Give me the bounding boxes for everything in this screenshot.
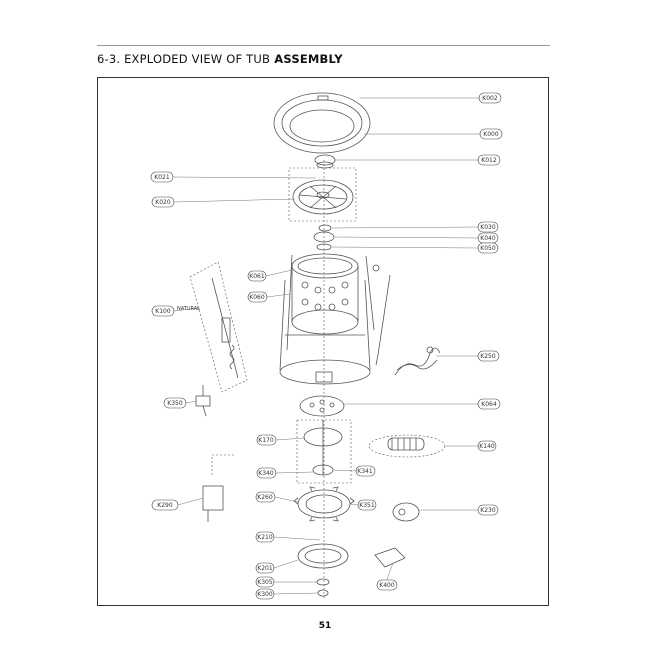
header-rule: [97, 45, 550, 46]
callout-label: K020: [155, 199, 171, 206]
callout-K100: K100: [151, 305, 175, 317]
callout-K250: K250: [477, 350, 500, 362]
pulsator-part: [292, 179, 354, 215]
damper-part: [211, 277, 239, 379]
callout-K000: K000: [479, 128, 503, 140]
wire-harness-part: [394, 346, 441, 376]
motor-coupling-part: [392, 502, 420, 522]
callout-label: K002: [482, 95, 498, 102]
callout-leaders: [172, 97, 480, 595]
center-bolt-part: [316, 578, 330, 597]
callout-label: K260: [257, 494, 273, 501]
callout-label: K400: [379, 582, 395, 589]
callout-K064: K064: [477, 398, 501, 410]
callout-K351: K351: [357, 499, 377, 511]
callout-label: K060: [249, 294, 265, 301]
callout-label: K061: [249, 273, 265, 280]
callout-label: K210: [257, 534, 273, 541]
callout-K230: K230: [477, 504, 499, 516]
callout-K061: K061: [247, 270, 267, 282]
callout-label: K290: [157, 502, 173, 509]
drain-hose-part: [368, 434, 446, 458]
bolt-washer-parts: [313, 224, 335, 251]
spin-basket-part: [291, 253, 359, 335]
callout-label: K350: [167, 400, 183, 407]
callout-K300: K300: [255, 588, 275, 600]
callout-K305: K305: [255, 576, 275, 588]
callout-K170: K170: [256, 434, 277, 446]
callout-label: K040: [480, 235, 496, 242]
callout-label: K305: [257, 579, 273, 586]
callout-K060: K060: [247, 291, 268, 303]
callout-label: K230: [480, 507, 496, 514]
callout-label: K351: [359, 502, 375, 509]
callout-label: K201: [257, 565, 273, 572]
callout-label: K341: [357, 468, 373, 475]
callout-K340: K340: [256, 467, 277, 479]
callout-label: K064: [481, 401, 497, 408]
callout-label: K340: [258, 470, 274, 477]
title-prefix: 6-3. EXPLODED VIEW OF TUB: [97, 52, 271, 66]
diagram-frame: [97, 77, 549, 606]
natural-note: NATURAL: [177, 306, 200, 312]
callout-K021: K021: [150, 171, 174, 183]
callout-K002: K002: [478, 92, 502, 104]
callout-label: K300: [257, 591, 273, 598]
callout-K020: K020: [151, 196, 175, 208]
callout-K030: K030: [477, 221, 499, 233]
callout-label: K250: [480, 353, 496, 360]
stator-part: [297, 543, 349, 569]
callout-label: K170: [258, 437, 274, 444]
bracket-part: [202, 454, 236, 522]
callout-label: K140: [479, 443, 495, 450]
callout-label: K100: [155, 308, 171, 315]
suspension-rods: [286, 254, 391, 366]
callout-label: K021: [154, 174, 170, 181]
callout-K350: K350: [163, 397, 187, 409]
outer-tub-part: [279, 279, 371, 385]
callout-K400: K400: [376, 579, 398, 591]
callout-K040: K040: [477, 232, 499, 244]
clutch-part: [303, 420, 343, 476]
callout-K210: K210: [255, 531, 275, 543]
callout-label: K050: [480, 245, 496, 252]
bearing-plate-part: [299, 395, 345, 417]
callout-K290: K290: [151, 499, 179, 511]
page-title: 6-3. EXPLODED VIEW OF TUB ASSEMBLY: [97, 52, 343, 66]
callout-label: K030: [480, 224, 496, 231]
callout-K201: K201: [255, 562, 275, 574]
clutch-group-box: [296, 419, 352, 484]
damper-region: [189, 261, 248, 393]
motor-bracket-part: [374, 547, 406, 568]
pulsator-cap-part: [314, 154, 336, 169]
callout-K050: K050: [477, 242, 499, 254]
callout-label: K000: [483, 131, 499, 138]
callout-K341: K341: [355, 465, 376, 477]
title-suffix: ASSEMBLY: [274, 52, 343, 66]
callout-K012: K012: [477, 154, 501, 166]
callout-K140: K140: [477, 440, 497, 452]
valve-part: [195, 385, 211, 417]
tub-cover-part: [273, 92, 371, 154]
pulsator-box: [288, 167, 357, 222]
callout-K260: K260: [255, 491, 276, 503]
page-number: 51: [318, 621, 332, 631]
callout-label: K012: [481, 157, 497, 164]
